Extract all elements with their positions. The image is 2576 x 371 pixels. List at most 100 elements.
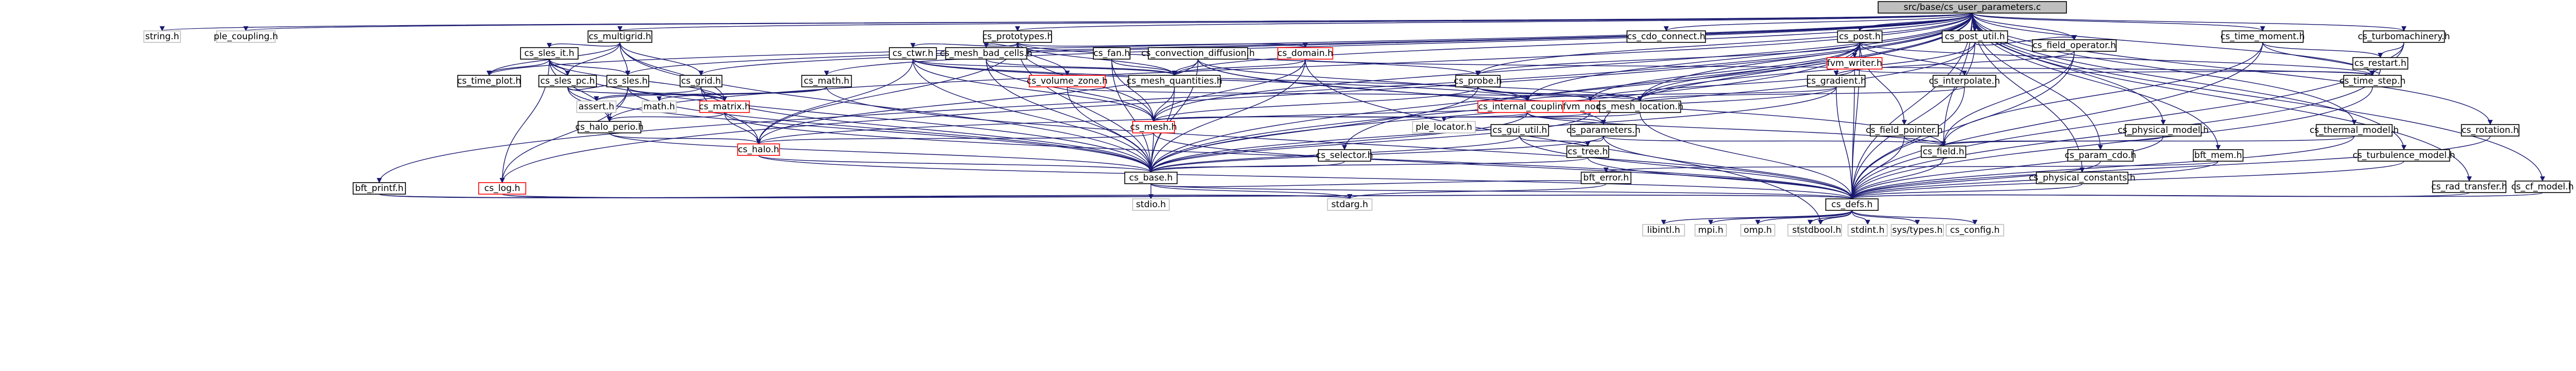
node-grid[interactable]: cs_grid.h	[680, 75, 722, 87]
edge-multigrid-to-sles-it	[547, 42, 620, 48]
node-cs-log[interactable]: cs_log.h	[478, 182, 526, 195]
node-cdo-connect[interactable]: cs_cdo_connect.h	[1626, 30, 1706, 43]
edge-physical-model-to-defs	[1849, 136, 2164, 199]
edge-prototypes-to-domain	[1017, 42, 1308, 48]
node-domain[interactable]: cs_domain.h	[1277, 47, 1334, 60]
edge-fan-to-mesh	[1111, 59, 1156, 122]
node-label: cs_halo.h	[738, 144, 779, 155]
node-omp: omp.h	[1740, 224, 1776, 237]
node-math-sys: math.h	[641, 100, 677, 113]
node-cf-model[interactable]: cs_cf_model.h	[2511, 181, 2574, 193]
node-label: cs_turbomachinery.h	[2358, 31, 2450, 42]
node-time-moment[interactable]: cs_time_moment.h	[2220, 30, 2305, 43]
node-time-step[interactable]: cs_time_step.h	[2340, 75, 2406, 87]
edge-post-util-to-mesh-location	[1637, 42, 1975, 102]
node-fan[interactable]: cs_fan.h	[1093, 47, 1131, 60]
edge-defs-to-libintl	[1661, 210, 1852, 225]
edge-base-to-bft-error	[1150, 178, 1609, 187]
node-post[interactable]: cs_post.h	[1837, 30, 1883, 43]
node-sys-types: sys/types.h	[1891, 224, 1944, 237]
node-post-util[interactable]: cs_post_util.h	[1941, 30, 2008, 43]
edge-thermal-model-to-field	[1941, 136, 2355, 147]
node-defs[interactable]: cs_defs.h	[1825, 198, 1879, 211]
node-label: cs_field_pointer.h	[1866, 125, 1942, 136]
node-fvm-writer[interactable]: fvm_writer.h	[1826, 57, 1883, 70]
node-label: cs_gui_util.h	[1493, 125, 1547, 136]
edge-ctwr-to-halo	[756, 59, 913, 144]
node-sles[interactable]: cs_sles.h	[606, 75, 649, 87]
node-tree[interactable]: cs_tree.h	[1566, 145, 1609, 158]
node-mesh-quantities[interactable]: cs_mesh_quantities.h	[1127, 75, 1223, 87]
node-gradient[interactable]: cs_gradient.h	[1806, 75, 1867, 87]
node-bft-mem[interactable]: bft_mem.h	[2193, 149, 2244, 162]
node-gui-util[interactable]: cs_gui_util.h	[1490, 124, 1549, 137]
node-thermal-model[interactable]: cs_thermal_model.h	[2310, 124, 2399, 137]
node-parameters[interactable]: cs_parameters.h	[1566, 124, 1641, 137]
node-label: cs_mesh_bad_cells.h	[940, 48, 1033, 59]
node-selector[interactable]: cs_selector.h	[1316, 149, 1373, 162]
edge-param-cdo-to-defs	[1849, 161, 2101, 199]
node-turbomachinery[interactable]: cs_turbomachinery.h	[2358, 30, 2450, 43]
node-mesh-location[interactable]: cs_mesh_location.h	[1597, 100, 1684, 113]
node-matrix[interactable]: cs_matrix.h	[699, 100, 750, 113]
node-label: cs_config.h	[1950, 225, 2000, 235]
node-label: cs_base.h	[1129, 173, 1172, 183]
node-field-pointer[interactable]: cs_field_pointer.h	[1866, 124, 1943, 137]
node-label: cs_sles.h	[608, 76, 648, 86]
edge-mesh-to-halo	[756, 132, 1154, 144]
node-base[interactable]: cs_base.h	[1124, 172, 1178, 184]
node-physical-constants[interactable]: cs_physical_constants.h	[2029, 172, 2136, 184]
node-internal-coupling[interactable]: cs_internal_coupling.h	[1477, 100, 1578, 113]
edge-sles-it-to-sles	[549, 59, 630, 76]
edge-root-to-cdo-connect	[1664, 13, 1973, 31]
edge-defs-to-stddef	[1807, 210, 1852, 225]
edge-fan-to-base	[1111, 59, 1154, 173]
node-volume-zone[interactable]: cs_volume_zone.h	[1027, 75, 1108, 87]
node-rad-transfer[interactable]: cs_rad_transfer.h	[2431, 181, 2507, 193]
edge-root-to-defs	[1849, 13, 1973, 199]
edge-domain-to-base	[1148, 59, 1306, 173]
node-physical-model[interactable]: cs_physical_model.h	[2118, 124, 2209, 137]
node-field-operator[interactable]: cs_field_operator.h	[2032, 39, 2117, 52]
node-turbulence-model[interactable]: cs_turbulence_model.h	[2353, 149, 2455, 162]
node-halo-perio[interactable]: cs_halo_perio.h	[575, 121, 644, 133]
node-label: cs_ctwr.h	[892, 48, 933, 59]
edge-domain-to-mesh	[1151, 59, 1306, 122]
node-box	[945, 47, 1027, 60]
node-rotation[interactable]: cs_rotation.h	[2461, 124, 2519, 137]
node-field[interactable]: cs_field.h	[1920, 145, 1967, 158]
edge-thermal-model-to-defs	[1849, 136, 2355, 199]
edge-matrix-to-defs	[724, 112, 1855, 199]
edge-volume-zone-to-mesh-location	[1067, 86, 1643, 102]
node-probe[interactable]: cs_probe.h	[1454, 75, 1502, 87]
node-box	[2363, 30, 2445, 43]
node-label: cs_halo_perio.h	[575, 122, 644, 132]
node-mesh-bad-cells[interactable]: cs_mesh_bad_cells.h	[940, 47, 1033, 60]
node-prototypes[interactable]: cs_prototypes.h	[982, 30, 1053, 43]
node-math[interactable]: cs_math.h	[801, 75, 852, 87]
node-restart[interactable]: cs_restart.h	[2352, 57, 2409, 70]
node-mesh[interactable]: cs_mesh.h	[1130, 121, 1177, 133]
node-convection-diffusion[interactable]: cs_convection_diffusion.h	[1141, 47, 1255, 60]
node-bft-printf[interactable]: bft_printf.h	[353, 182, 406, 195]
node-ctwr[interactable]: cs_ctwr.h	[889, 47, 937, 60]
edge-time-moment-to-time-step	[2262, 42, 2375, 76]
node-root[interactable]: src/base/cs_user_parameters.c	[1878, 1, 2067, 14]
node-multigrid[interactable]: cs_multigrid.h	[587, 30, 652, 43]
node-label: sys/types.h	[1892, 225, 1943, 235]
node-sles-pc[interactable]: cs_sles_pc.h	[538, 75, 597, 87]
node-label: cs_probe.h	[1454, 76, 1502, 86]
edge-parameters-to-base	[1148, 136, 1604, 173]
node-param-cdo[interactable]: cs_param_cdo.h	[2065, 149, 2137, 162]
node-interpolate[interactable]: cs_interpolate.h	[1929, 75, 2000, 87]
node-bft-error[interactable]: bft_error.h	[1580, 172, 1632, 184]
node-box	[2315, 124, 2393, 137]
node-box	[578, 121, 641, 133]
edge-field-operator-to-gradient	[1834, 51, 2075, 76]
node-time-plot[interactable]: cs_time_plot.h	[457, 75, 521, 87]
node-box	[2461, 124, 2519, 137]
node-halo[interactable]: cs_halo.h	[737, 143, 780, 156]
node-sles-it[interactable]: cs_sles_it.h	[520, 47, 579, 60]
node-box	[2352, 57, 2409, 70]
edge-tree-to-defs	[1587, 157, 1855, 199]
